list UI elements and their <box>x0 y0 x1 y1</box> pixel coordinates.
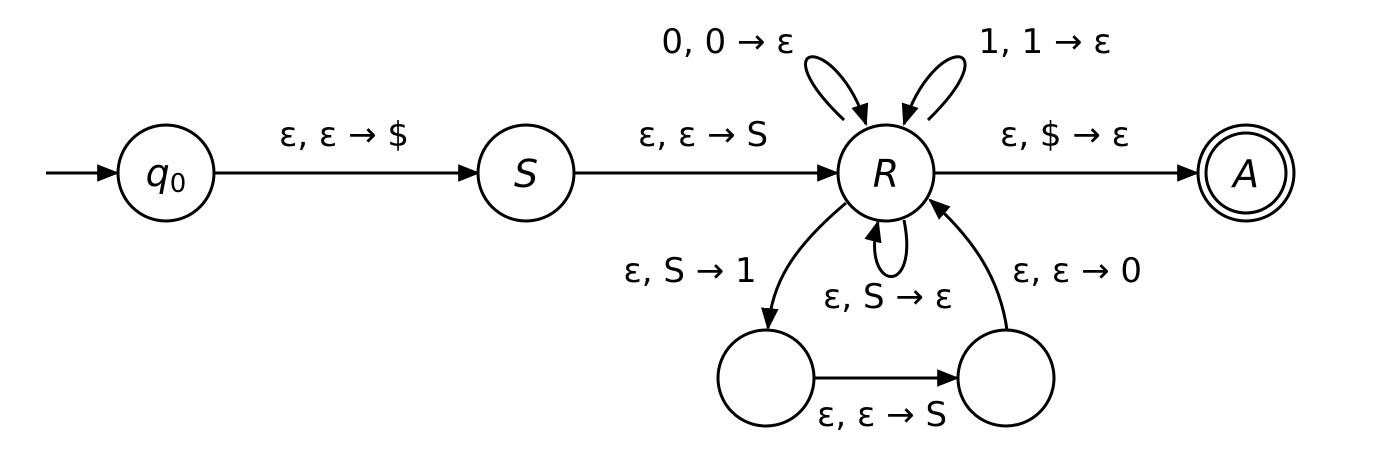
edge-bottom-right-to-R <box>928 198 1009 331</box>
label-S-to-R: ε, ε → S <box>638 115 768 155</box>
state-bottom-right <box>956 328 1056 428</box>
edge-R-to-bottom-left <box>761 201 847 331</box>
label-R-loop-S: ε, S → ε <box>823 277 953 317</box>
svg-text:q0: q0 <box>146 151 187 199</box>
state-A-label: A <box>1230 152 1259 196</box>
label-R-to-bottom-left: ε, S → 1 <box>623 251 756 291</box>
edge-R-loop-0 <box>804 55 869 127</box>
state-q0-subscript: 0 <box>170 169 187 199</box>
state-A-accepting: A <box>1196 123 1296 223</box>
label-q0-to-S: ε, ε → $ <box>279 115 409 155</box>
label-R-loop-0: 0, 0 → ε <box>661 22 794 62</box>
label-bottom-right-to-R: ε, ε → 0 <box>1012 251 1142 291</box>
state-q0-label: q <box>146 151 170 195</box>
state-R-label: R <box>873 152 899 196</box>
label-bottom-left-to-bottom-right: ε, ε → S <box>817 395 947 435</box>
edge-R-loop-1 <box>901 55 967 127</box>
state-R: R <box>836 123 936 223</box>
state-S-label: S <box>514 152 538 196</box>
edge-R-loop-S <box>864 219 909 278</box>
label-R-loop-1: 1, 1 → ε <box>978 22 1111 62</box>
state-bottom-left <box>716 328 816 428</box>
state-q0: q0 <box>116 123 216 223</box>
state-S: S <box>476 123 576 223</box>
label-R-to-A: ε, $ → ε <box>1000 115 1130 155</box>
